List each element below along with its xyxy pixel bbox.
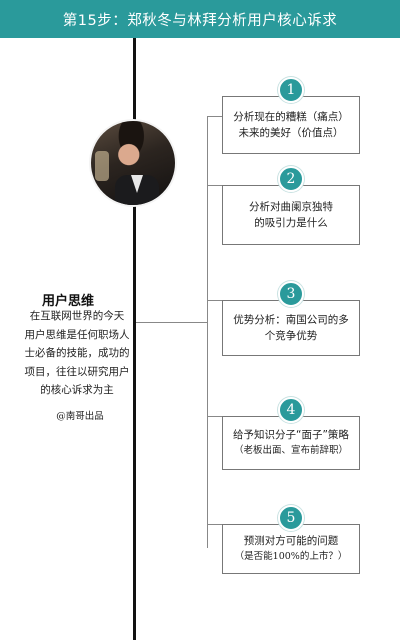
description-line: 用户思维是任何职场人 <box>24 328 130 341</box>
step-tick <box>207 300 222 301</box>
avatar <box>89 119 177 207</box>
step-number-1: 1 <box>278 77 304 103</box>
background-light <box>95 151 109 181</box>
section-description: 在互联网世界的今天 用户思维是任何职场人 士必备的技能，成功的 项目，往往以研究… <box>22 307 132 400</box>
step-text: 分析现在的糟糕（痛点） <box>233 111 349 123</box>
step-number-2: 2 <box>278 166 304 192</box>
step-number-4: 4 <box>278 397 304 423</box>
description-line: 在互联网世界的今天 <box>29 310 125 322</box>
timeline-line <box>133 38 136 640</box>
step-box-1: 分析现在的糟糕（痛点） 未来的美好（价值点） <box>222 96 360 154</box>
step-text: 给予知识分子“面子”策略 <box>233 429 349 441</box>
page-title: 第15步：郑秋冬与林拜分析用户核心诉求 <box>62 12 338 29</box>
section-title: 用户思维 <box>41 294 94 309</box>
step-box-2: 分析对曲阑京独特 的吸引力是什么 <box>222 185 360 245</box>
step-tick <box>207 416 222 417</box>
step-box-3: 优势分析：南国公司的多 个竞争优势 <box>222 300 360 356</box>
step-box-5: 预测对方可能的问题 （是否能100%的上市？） <box>222 524 360 574</box>
step-number-3: 3 <box>278 281 304 307</box>
step-text: （老板出面、宣布前辞职） <box>233 445 348 456</box>
header-bar: 第15步：郑秋冬与林拜分析用户核心诉求 <box>0 0 400 38</box>
description-line: 的核心诉求为主 <box>40 384 114 396</box>
step-text: 分析对曲阑京独特 <box>249 201 333 213</box>
branch-bracket <box>207 116 208 548</box>
step-text: 个竞争优势 <box>264 330 318 342</box>
step-text: 的吸引力是什么 <box>254 217 328 229</box>
branch-connector <box>136 322 208 323</box>
step-number-5: 5 <box>278 505 304 531</box>
description-line: 士必备的技能，成功的 <box>24 347 130 359</box>
step-tick <box>207 116 222 117</box>
step-text: 优势分析：南国公司的多 <box>233 314 349 326</box>
step-text: 预测对方可能的问题 <box>243 535 339 547</box>
step-box-4: 给予知识分子“面子”策略 （老板出面、宣布前辞职） <box>222 416 360 470</box>
description-line: 项目，往往以研究用户 <box>24 365 130 378</box>
step-tick <box>207 185 222 186</box>
step-text: （是否能100%的上市？） <box>234 551 348 562</box>
step-text: 未来的美好（价值点） <box>238 127 344 139</box>
credit-text: @南哥出品 <box>56 411 104 422</box>
step-tick <box>207 524 222 525</box>
